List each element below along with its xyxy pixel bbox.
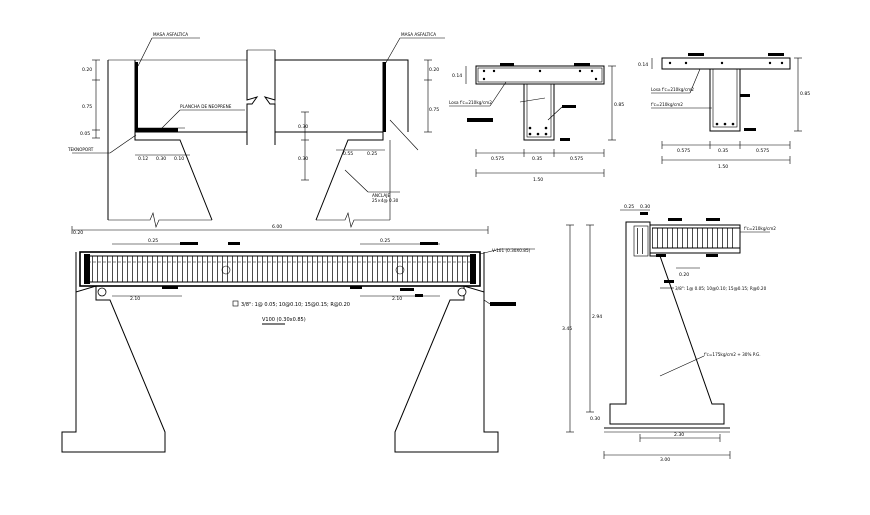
- beam-section-2: Losa f'c=210kg/cm2 f'c=210kg/cm2 0.14 0.…: [638, 53, 810, 170]
- dim-h2: 0.75: [82, 104, 92, 110]
- bs2-dim-b3: 0.575: [756, 148, 769, 154]
- bs2-dim-b2: 0.35: [718, 148, 728, 154]
- dim-c2: 0.30: [298, 156, 308, 162]
- dim-w3: 0.10: [174, 156, 184, 162]
- joint-detail: MASA ASFALTICA MASA ASFALTICA PLANCHA DE…: [67, 32, 445, 228]
- label-neoprene: PLANCHA DE NEOPRENE: [180, 104, 232, 109]
- beam-section-1: Losa f'c=210kg/cm2 0.14 0.85 0.575 0.35 …: [449, 63, 624, 183]
- neoprene-pad-left: [138, 128, 178, 132]
- rebar-note: 3/8": 1@ 0.05; 10@0.10; 15@0.15; R@0.20: [241, 302, 350, 308]
- dim-c3: 0.55: [343, 151, 353, 157]
- side-concrete-label: f'c=175kg/cm2 + 30% P.G.: [704, 352, 761, 357]
- label-asphalt-left: MASA ASFALTICA: [153, 32, 188, 37]
- dim-h1: 0.20: [82, 67, 92, 73]
- bs1-dim-b3: 0.575: [570, 156, 583, 162]
- bs1-dim-total: 1.50: [533, 177, 543, 183]
- seg-dim-3: 2.10: [392, 296, 402, 302]
- asphalt-strip-right: [383, 62, 386, 132]
- bs1-slab-label: Losa f'c=210kg/cm2: [449, 100, 492, 105]
- side-dim-base1: 0.30: [590, 416, 600, 422]
- dim-r2: 0.75: [429, 107, 439, 113]
- span-dim: 6.00: [272, 224, 282, 230]
- dim-w2: 0.30: [156, 156, 166, 162]
- left-top-dim: 0.20: [73, 230, 83, 236]
- label-teknoport: TEKNOPORT: [67, 147, 94, 152]
- dim-w1: 0.12: [138, 156, 148, 162]
- dim-r1: 0.20: [429, 67, 439, 73]
- beam-spec-label: V-101 (0.30X0.85): [492, 248, 531, 253]
- bs2-dim-height: 0.85: [800, 91, 810, 97]
- side-rebar-note: 3/8": 1@ 0.05; 10@0.10; 15@0.15; R@0.20: [675, 286, 767, 291]
- side-dim-h2: 2.94: [592, 314, 602, 320]
- main-elevation: 6.00 0.20 0.25 0.25 V-101 (0.30X0.85) 2.…: [61, 224, 535, 453]
- right-abutment: [394, 252, 499, 453]
- seg-dim-1: 0.25: [148, 238, 158, 244]
- bs2-dim-total: 1.50: [718, 164, 728, 170]
- dim-c4: 0.25: [367, 151, 377, 157]
- side-slab-label: f'c=210kg/cm2: [744, 226, 776, 231]
- bs1-dim-b2: 0.35: [532, 156, 542, 162]
- side-dim-foot-total: 3.00: [660, 457, 670, 463]
- side-dim-foot: 2.30: [674, 432, 684, 438]
- side-abutment: [609, 221, 725, 425]
- bs1-dim-height: 0.85: [614, 102, 624, 108]
- side-dim-base2: 0.20: [679, 272, 689, 278]
- bs2-dim-top: 0.14: [638, 62, 648, 68]
- left-abutment: [61, 252, 166, 453]
- bs1-dim-b1: 0.575: [491, 156, 504, 162]
- dim-c1: 0.30: [298, 124, 308, 130]
- seg-dim-2: 2.10: [130, 296, 140, 302]
- label-anclaje-spec: 25×4@ 0.30: [372, 198, 399, 203]
- beam-stirrups: [90, 256, 470, 282]
- bs1-dim-top: 0.14: [452, 73, 462, 79]
- beam-name: V100 (0.30x0.85): [262, 317, 306, 323]
- side-dim-w: 0.30: [640, 204, 650, 210]
- label-asphalt-right: MASA ASFALTICA: [401, 32, 436, 37]
- bs2-slab-label: Losa f'c=210kg/cm2: [651, 87, 694, 92]
- side-dim-top: 0.25: [624, 204, 634, 210]
- side-dim-total-h: 3.45: [562, 326, 572, 332]
- dim-h3: 0.05: [80, 131, 90, 137]
- label-anclaje: ANCLAJE: [372, 193, 390, 198]
- asphalt-strip-left: [135, 62, 138, 132]
- bs2-dim-b1: 0.575: [677, 148, 690, 154]
- seg-dim-4: 0.25: [380, 238, 390, 244]
- side-elevation: 0.25 0.30 f'c=210kg/cm2 0.20 3/8": 1@ 0.…: [562, 204, 776, 463]
- bs2-beam-label: f'c=210kg/cm2: [651, 102, 683, 107]
